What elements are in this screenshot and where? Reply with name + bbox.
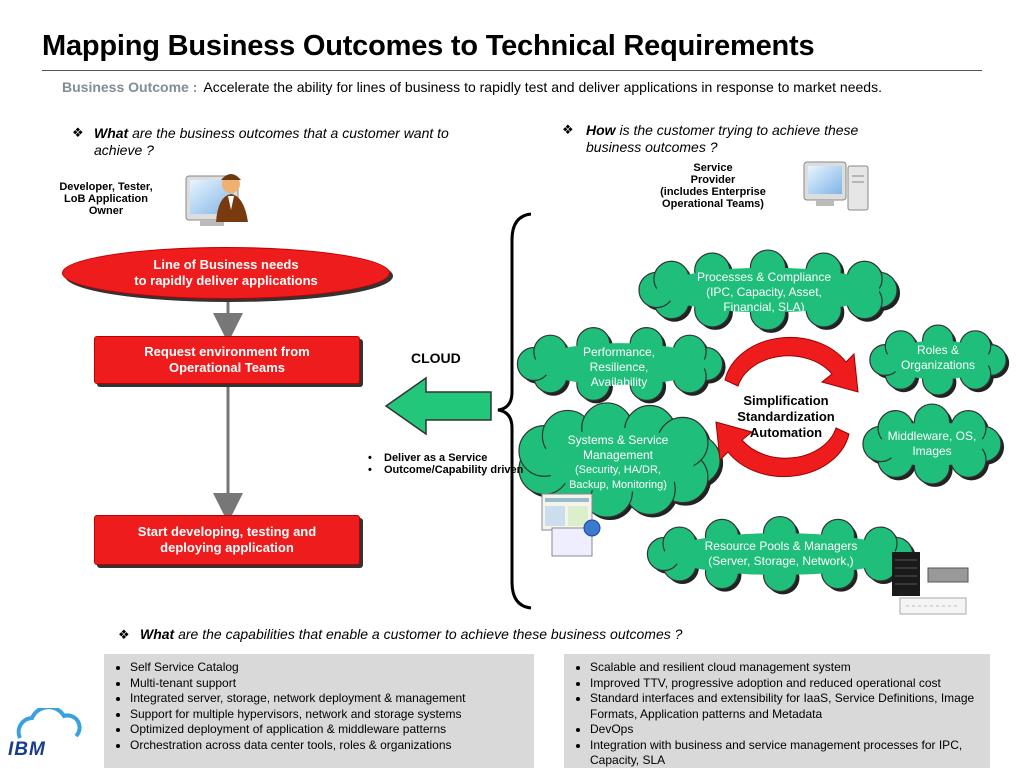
business-outcome: Business Outcome : Accelerate the ability… xyxy=(62,79,882,95)
middleware-os-cloud-shape xyxy=(862,403,1005,487)
diamond-bullet-icon: ❖ xyxy=(562,122,574,137)
performance-cloud: Performance,Resilience,Availability xyxy=(582,345,656,389)
server-rack-icon xyxy=(892,552,969,615)
roles-organizations-cloud: Roles &Organizations xyxy=(900,343,976,372)
title-divider xyxy=(42,70,982,71)
list-item: Optimized deployment of application & mi… xyxy=(130,722,528,738)
list-item: Integrated server, storage, network depl… xyxy=(130,691,528,707)
processes-compliance-cloud: Processes & Compliance(IPC, Capacity, As… xyxy=(696,270,832,314)
roles-organizations-cloud-shape xyxy=(869,324,1010,398)
capabilities-left-panel: Self Service Catalog Multi-tenant suppor… xyxy=(104,654,534,768)
grouping-brace xyxy=(497,212,532,610)
cloud-label: CLOUD xyxy=(411,350,461,366)
ibm-cloud-logo-icon xyxy=(16,708,82,739)
list-item: Support for multiple hypervisors, networ… xyxy=(130,707,528,723)
list-item: Improved TTV, progressive adoption and r… xyxy=(590,676,984,692)
software-screens-icon xyxy=(541,493,601,557)
list-item: Deliver as a Service xyxy=(368,452,523,464)
what-capabilities-question: What are the capabilities that enable a … xyxy=(140,626,683,642)
performance-cloud-shape xyxy=(516,326,726,404)
list-item: Scalable and resilient cloud management … xyxy=(590,660,984,676)
diamond-bullet-icon: ❖ xyxy=(72,125,84,140)
ibm-logo: IBM xyxy=(8,739,46,760)
processes-compliance-cloud-shape xyxy=(638,249,901,333)
list-item: Standard interfaces and extensibility fo… xyxy=(590,691,984,722)
list-item: Orchestration across data center tools, … xyxy=(130,738,528,754)
computer-workstation-icon xyxy=(803,161,869,211)
what-outcomes-question: What are the business outcomes that a cu… xyxy=(94,125,449,158)
list-item: Self Service Catalog xyxy=(130,660,528,676)
capabilities-right-panel: Scalable and resilient cloud management … xyxy=(564,654,990,768)
cloud-delivery-arrow xyxy=(384,376,492,436)
business-outcome-label: Business Outcome : xyxy=(62,79,198,95)
resource-pools-cloud: Resource Pools & Managers(Server, Storag… xyxy=(704,539,858,568)
list-item: Integration with business and service ma… xyxy=(590,738,984,769)
resource-pools-cloud-shape xyxy=(646,515,916,595)
list-item: Outcome/Capability driven xyxy=(368,464,523,476)
slide-title: Mapping Business Outcomes to Technical R… xyxy=(42,30,815,62)
middleware-os-cloud: Middleware, OS,Images xyxy=(887,429,977,458)
diamond-bullet-icon: ❖ xyxy=(118,627,130,642)
list-item: Multi-tenant support xyxy=(130,676,528,692)
business-outcome-text: Accelerate the ability for lines of busi… xyxy=(203,79,882,95)
cycle-arrows-icon xyxy=(715,336,859,478)
cloud-bullet-list: Deliver as a Service Outcome/Capability … xyxy=(368,452,523,476)
how-question: How is the customer trying to achieve th… xyxy=(586,122,859,155)
list-item: DevOps xyxy=(590,722,984,738)
developer-at-computer-icon xyxy=(185,174,248,226)
